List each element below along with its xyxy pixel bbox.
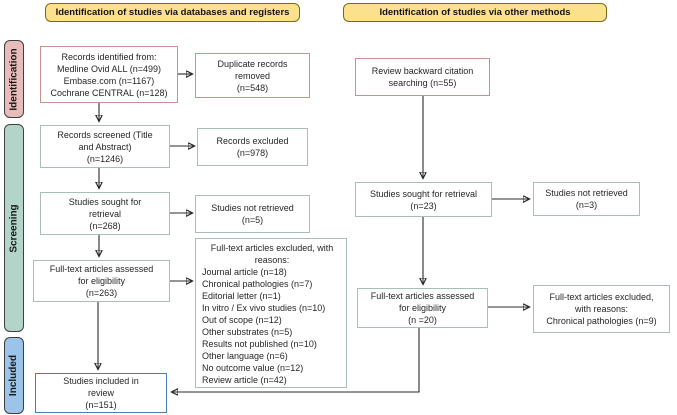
box-records-excluded: Records excluded (n=978) (197, 128, 308, 166)
box-fulltext-excluded-reasons-right: Full-text articles excluded, with reason… (533, 285, 670, 333)
exclusion-reason-item: Review article (n=42) (202, 375, 287, 385)
exclusion-reason-item: In vitro / Ex vivo studies (n=10) (202, 303, 326, 313)
box-fulltext-excluded-reasons-left: Full-text articles excluded, with reason… (195, 238, 347, 388)
exclusion-reason-item: No outcome value (n=12) (202, 363, 304, 373)
box-studies-not-retrieved-left: Studies not retrieved (n=5) (195, 195, 310, 233)
header-databases-registers: Identification of studies via databases … (45, 3, 300, 22)
stage-band-screening-label: Screening (8, 203, 20, 253)
box-fulltext-assessed-left: Full-text articles assessed for eligibil… (33, 260, 170, 302)
box-records-screened: Records screened (Title and Abstract) (n… (40, 125, 170, 168)
box-studies-sought-retrieval-right-text: Studies sought for retrieval (n=23) (369, 188, 478, 211)
stage-band-included: Included (4, 337, 24, 414)
header-other-methods-label: Identification of studies via other meth… (379, 7, 571, 18)
box-studies-sought-retrieval-right: Studies sought for retrieval (n=23) (355, 182, 492, 217)
stage-band-identification-label: Identification (8, 47, 20, 111)
box-studies-not-retrieved-right: Studies not retrieved (n=3) (533, 182, 640, 216)
box-studies-sought-retrieval-left: Studies sought for retrieval (n=268) (40, 192, 170, 235)
stage-band-included-label: Included (8, 354, 20, 397)
header-other-methods: Identification of studies via other meth… (343, 3, 607, 22)
box-fulltext-assessed-right-text: Full-text articles assessed for eligibil… (370, 291, 475, 325)
box-fulltext-excluded-reasons-right-text: Full-text articles excluded, with reason… (546, 292, 657, 326)
box-duplicate-records-removed: Duplicate records removed (n=548) (195, 53, 310, 98)
fulltext-excluded-heading: Full-text articles excluded, with reason… (210, 243, 334, 265)
exclusion-reason-item: Other language (n=6) (202, 351, 288, 361)
stage-band-screening: Screening (4, 124, 24, 332)
stage-band-identification: Identification (4, 40, 24, 118)
box-review-backward-citation-text: Review backward citation searching (n=55… (371, 66, 474, 88)
box-fulltext-assessed-right: Full-text articles assessed for eligibil… (357, 288, 488, 328)
box-records-identified: Records identified from: Medline Ovid AL… (40, 46, 178, 103)
box-studies-not-retrieved-right-text: Studies not retrieved (n=3) (545, 188, 628, 210)
box-studies-sought-retrieval-left-text: Studies sought for retrieval (n=268) (68, 196, 142, 231)
box-fulltext-assessed-left-text: Full-text articles assessed for eligibil… (49, 264, 154, 298)
exclusion-reason-item: Other substrates (n=5) (202, 327, 293, 337)
box-records-identified-text: Records identified from: Medline Ovid AL… (50, 51, 168, 98)
exclusion-reason-item: Out of scope (n=12) (202, 315, 282, 325)
box-studies-included-review-text: Studies included in review (n=151) (63, 376, 139, 410)
box-studies-included-review: Studies included in review (n=151) (35, 373, 167, 413)
header-databases-registers-label: Identification of studies via databases … (55, 7, 290, 18)
box-records-screened-text: Records screened (Title and Abstract) (n… (57, 129, 153, 164)
exclusion-reason-item: Chronical pathologies (n=7) (202, 279, 313, 289)
exclusion-reason-item: Editorial letter (n=1) (202, 291, 281, 301)
box-review-backward-citation: Review backward citation searching (n=55… (355, 58, 490, 96)
box-records-excluded-text: Records excluded (n=978) (216, 136, 289, 158)
box-duplicate-records-removed-text: Duplicate records removed (n=548) (217, 58, 288, 93)
box-studies-not-retrieved-left-text: Studies not retrieved (n=5) (211, 203, 294, 225)
exclusion-reason-item: Journal article (n=18) (202, 267, 287, 277)
exclusion-reason-item: Results not published (n=10) (202, 339, 317, 349)
